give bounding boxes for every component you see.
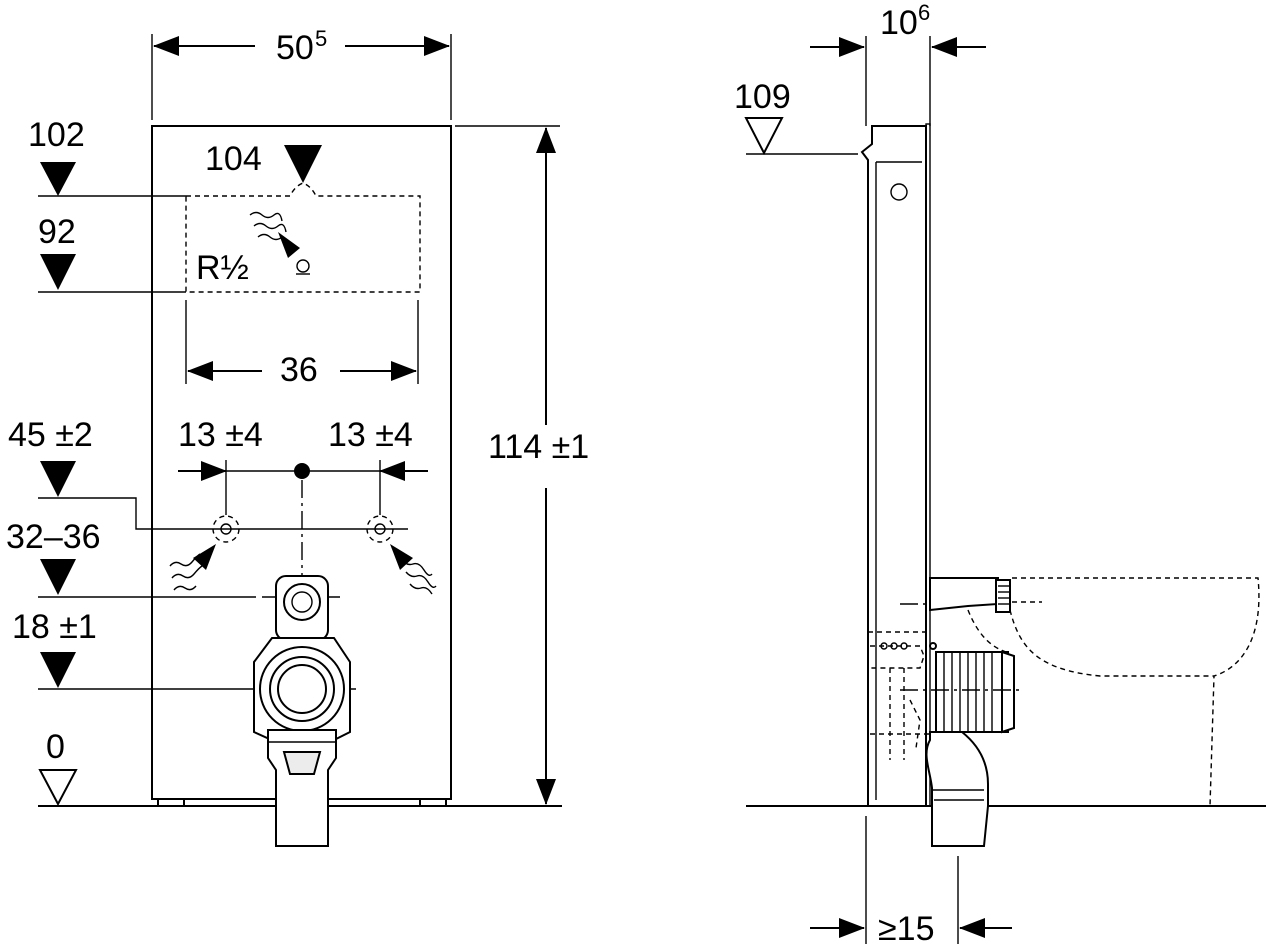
flow-arrow-right-icon (390, 544, 413, 570)
level-marker-filled (40, 162, 76, 196)
water-supply: R½ (196, 211, 310, 287)
level-label-0: 0 (46, 728, 65, 766)
width-superscript: 5 (315, 26, 327, 51)
drain-outlet-inner (277, 664, 327, 714)
center-point (294, 463, 310, 479)
level-label-18: 18 ±1 (12, 608, 97, 646)
side-supplies (169, 515, 437, 595)
supply-width-value: 36 (280, 351, 318, 389)
supply-right-icon (366, 515, 394, 543)
clearance-value: ≥15 (878, 910, 934, 948)
level-label-102: 102 (28, 116, 85, 154)
cistern-outline (185, 182, 421, 293)
support-thread (995, 579, 1011, 613)
level-label-92: 92 (38, 213, 76, 251)
level-label-109: 109 (734, 78, 791, 116)
level-marker-outline (38, 769, 78, 807)
level-label-104: 104 (205, 140, 262, 178)
front-view: 50 5 114 ±1 102 104 92 (6, 26, 589, 847)
module-internal-parts (868, 631, 937, 760)
flush-connection-pipe (900, 603, 1020, 734)
width-dimension: 50 5 (151, 26, 452, 120)
level-18: 18 ±1 (12, 608, 356, 690)
module-hole (890, 183, 908, 201)
level-102: 102 (28, 116, 186, 197)
supply-connector-icon (296, 259, 310, 273)
level-label-32-36: 32–36 (6, 518, 101, 556)
offset-dimensions: 13 ±4 13 ±4 (178, 416, 428, 515)
level-0: 0 (38, 728, 78, 807)
depth-dimension: 10 6 (810, 0, 986, 126)
frame-foot-right (419, 798, 447, 807)
level-marker-filled (40, 559, 76, 595)
level-marker-filled (284, 145, 322, 183)
width-value: 50 (276, 29, 314, 67)
corrugated-pipe (935, 651, 1009, 733)
wc-bowl-outline (967, 577, 1260, 807)
clearance-dimension: ≥15 (810, 816, 1012, 948)
level-104: 104 (205, 140, 322, 183)
level-marker-outline (744, 117, 784, 156)
frame-foot-left (157, 798, 185, 807)
supply-left-icon (212, 515, 240, 543)
module-profile (860, 123, 931, 807)
drain-bend (925, 731, 989, 847)
drain-assembly (253, 575, 351, 847)
level-92: 92 (38, 213, 186, 293)
flow-arrow-left-icon (193, 544, 216, 570)
module-body (860, 125, 927, 807)
support-bar (929, 577, 999, 612)
height-dimension: 114 ±1 (455, 125, 589, 805)
supply-width-dimension: 36 (185, 300, 419, 389)
bowl-support (929, 577, 1042, 613)
level-marker-filled (40, 652, 76, 688)
level-marker-filled (40, 254, 76, 290)
drain-pipe (267, 729, 337, 847)
level-marker-filled (40, 461, 76, 497)
module-front-panel (925, 123, 931, 807)
depth-superscript: 6 (918, 0, 930, 25)
drain-bend-pipe (925, 731, 989, 847)
level-label-45: 45 ±2 (8, 416, 93, 454)
level-109: 109 (734, 78, 858, 156)
drain-pipe-inlet (282, 751, 322, 775)
offset-left-value: 13 ±4 (178, 416, 263, 454)
side-view: 10 6 109 (734, 0, 1266, 948)
depth-value: 10 (880, 4, 918, 42)
offset-right-value: 13 ±4 (328, 416, 413, 454)
thread-label: R½ (196, 249, 249, 287)
flow-arrow-icon (278, 232, 300, 258)
level-45: 45 ±2 (8, 416, 408, 530)
water-wave-icon (249, 211, 283, 222)
height-value: 114 ±1 (488, 428, 589, 466)
